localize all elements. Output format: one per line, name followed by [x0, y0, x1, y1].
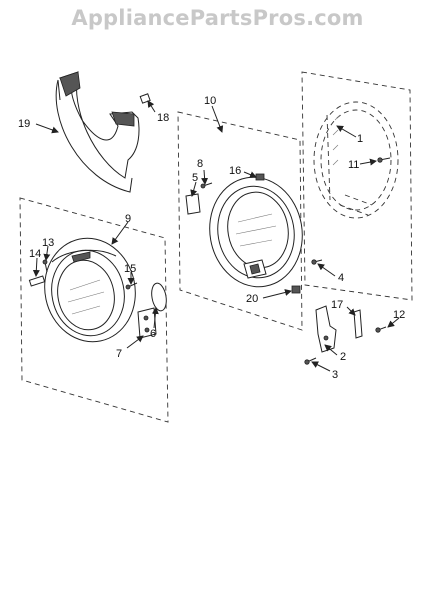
hinge-part-left: [137, 307, 157, 339]
callout-7: 7: [116, 348, 122, 360]
inner-door-group-outline: [177, 111, 303, 331]
callout-15: 15: [124, 263, 136, 275]
strike-part-17: [353, 309, 363, 339]
outer-door-part: [44, 237, 136, 343]
callout-19: 19: [18, 118, 30, 130]
callout-13: 13: [42, 237, 54, 249]
screw-part-4: [311, 259, 323, 265]
screw-part-15: [125, 282, 138, 290]
screw-part-13: [42, 259, 48, 273]
latch-part-2: [315, 305, 337, 353]
callout-18: 18: [157, 112, 169, 124]
inner-door-part: [209, 176, 303, 288]
screw-part-8: [200, 182, 213, 189]
cabinet-front-panel: [301, 71, 413, 301]
clip-part-20: [291, 285, 301, 294]
callout-9: 9: [125, 213, 131, 225]
callout-4: 4: [338, 272, 344, 284]
callout-2: 2: [340, 351, 346, 363]
callout-12: 12: [393, 309, 405, 321]
outer-door-group-outline: [19, 197, 169, 423]
screw-part-12: [375, 326, 387, 333]
leader-lines: [32, 100, 400, 372]
callout-20: 20: [246, 293, 258, 305]
hinge-part-inner: [185, 193, 201, 215]
watermark-text: AppliancePartsPros.com: [71, 6, 364, 30]
callout-17: 17: [331, 299, 343, 311]
door-seal-part: [151, 282, 167, 312]
callout-6: 6: [150, 328, 156, 340]
callout-10: 10: [204, 95, 216, 107]
clip-part-16: [255, 173, 265, 181]
door-handle-part: [28, 275, 46, 287]
callout-labels: 1 2 3 4 5 6 7 8 9 10 11 12 13 14 15 16 1…: [18, 95, 405, 381]
callout-8: 8: [197, 158, 203, 170]
callout-1: 1: [357, 133, 363, 145]
callout-3: 3: [332, 369, 338, 381]
screw-part-11: [377, 157, 391, 163]
callout-11: 11: [348, 159, 359, 171]
bezel-upper-part: [55, 71, 140, 193]
callout-14: 14: [29, 248, 41, 260]
callout-16: 16: [229, 165, 241, 177]
callout-5: 5: [192, 172, 198, 184]
screw-part-3: [304, 357, 317, 365]
